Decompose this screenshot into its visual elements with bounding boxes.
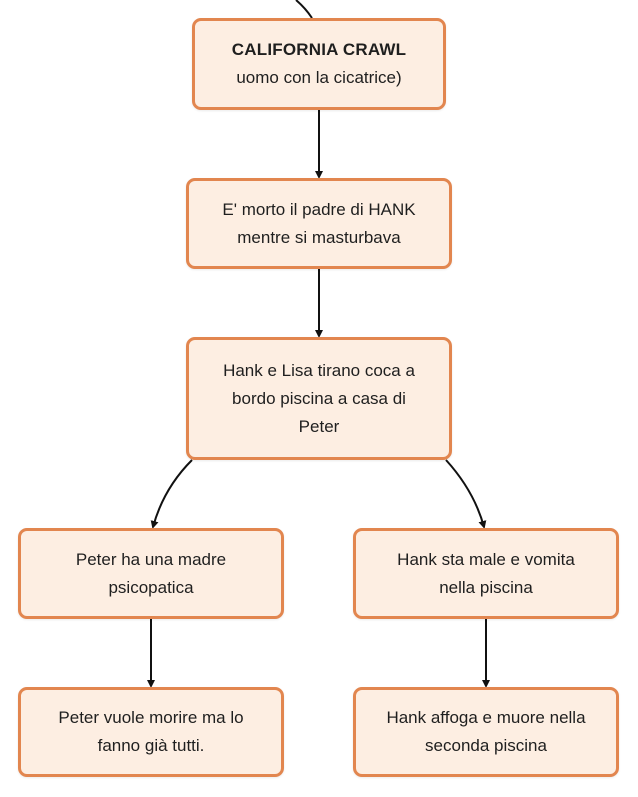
node-text-line: mentre si masturbava xyxy=(237,227,401,247)
connector-node-3-to-node-5 xyxy=(445,459,487,529)
node-california-crawl: CALIFORNIA CRAWL uomo con la cicatrice) xyxy=(192,18,446,110)
node-father-death: E' morto il padre di HANK mentre si mast… xyxy=(186,178,452,269)
node-text-line: Peter xyxy=(298,416,340,436)
node-peter-mother: Peter ha una madre psicopatica xyxy=(18,528,284,619)
node-text-line: Hank sta male e vomita xyxy=(397,549,575,569)
node-text-line: Peter vuole morire ma lo xyxy=(58,708,244,727)
node-peter-wants-to-die: Peter vuole morire ma lo fanno già tutti… xyxy=(18,687,284,777)
node-text-line: E' morto il padre di HANK xyxy=(222,199,416,219)
node-hank-drowns: Hank affoga e muore nella seconda piscin… xyxy=(353,687,619,777)
node-text-line: Hank e Lisa tirano coca a xyxy=(223,360,415,380)
node-text-line: bordo piscina a casa di xyxy=(232,388,406,408)
incoming-connector xyxy=(295,0,313,19)
node-text-line: seconda piscina xyxy=(425,736,547,755)
node-hank-sick: Hank sta male e vomita nella piscina xyxy=(353,528,619,619)
node-pool-party: Hank e Lisa tirano coca a bordo piscina … xyxy=(186,337,452,460)
node-text-line: Peter ha una madre xyxy=(75,549,227,569)
node-text-line: Hank affoga e muore nella xyxy=(386,708,586,727)
node-text-line: nella piscina xyxy=(439,577,533,597)
connector-node-3-to-node-4 xyxy=(150,459,193,529)
node-text-line: fanno già tutti. xyxy=(97,736,205,755)
node-text-line: psicopatica xyxy=(108,577,194,597)
node-title: CALIFORNIA CRAWL xyxy=(231,40,407,59)
node-text-line: uomo con la cicatrice) xyxy=(236,68,402,87)
